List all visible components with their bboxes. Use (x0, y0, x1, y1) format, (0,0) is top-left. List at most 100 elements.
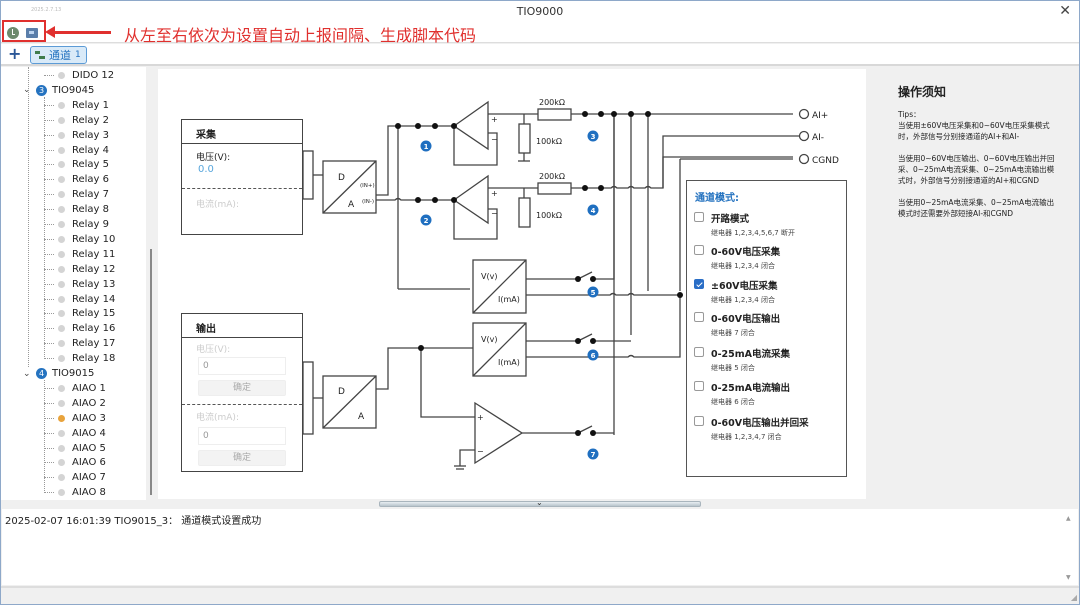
tree-item[interactable]: AIAO 7 (44, 470, 106, 485)
mode-checkbox[interactable] (694, 212, 704, 222)
tree-item-label: Relay 16 (72, 323, 116, 335)
diagram-area: 采集 电压(V): 0.0 电流(mA): 输出 电压(V): 0 确定 电流(… (158, 69, 866, 499)
status-dot-icon (58, 161, 65, 169)
vi-converter-2 (472, 322, 527, 377)
tree-item[interactable]: Relay 3 (44, 128, 109, 143)
mode-checkbox[interactable] (694, 347, 704, 357)
tree-guide-line (44, 96, 45, 359)
clock-icon[interactable] (7, 27, 19, 39)
tree-item[interactable]: Relay 8 (44, 202, 109, 217)
tree-scrollbar[interactable] (146, 67, 156, 501)
tree-item[interactable]: Relay 9 (44, 217, 109, 232)
terminal-ai-minus: AI- (812, 133, 824, 143)
tree-item[interactable]: Relay 16 (44, 321, 115, 336)
dac1-a-label: A (348, 200, 355, 210)
tree-item[interactable]: AIAO 3 (44, 411, 106, 426)
tree-item-label: Relay 14 (72, 293, 116, 305)
chevron-down-icon[interactable]: ⌄ (23, 85, 31, 96)
tree-item[interactable]: Relay 1 (44, 98, 109, 113)
output-current-confirm-button[interactable]: 确定 (198, 450, 286, 466)
status-dot-icon (58, 340, 65, 348)
tree-item[interactable]: Relay 10 (44, 232, 115, 247)
tab-channel-1[interactable]: 通道 1 (30, 46, 87, 64)
tree-item[interactable]: Relay 11 (44, 247, 115, 262)
add-channel-button[interactable]: + (8, 44, 22, 63)
tree-connector (44, 149, 54, 151)
tree-item[interactable]: Relay 15 (44, 306, 115, 321)
tree-item-label: DIDO 12 (72, 70, 115, 81)
status-bar: ◢ (1, 586, 1079, 604)
log-scrollbar[interactable]: ▲ ▼ (1062, 509, 1078, 585)
tree-item[interactable]: Relay 7 (44, 187, 109, 202)
tree-item[interactable]: AIAO 6 (44, 455, 106, 470)
script-icon[interactable] (26, 28, 38, 38)
tree-item-label: Relay 1 (72, 99, 110, 111)
tree-connector (44, 75, 54, 76)
tree-connector (44, 224, 54, 225)
tree-item[interactable]: AIAO 2 (44, 396, 106, 411)
tree-connector (44, 298, 54, 300)
tree-item[interactable]: Relay 12 (44, 262, 115, 277)
scroll-up-icon[interactable]: ▲ (1066, 515, 1071, 522)
output-current-input[interactable]: 0 (198, 427, 286, 445)
mode-label: 0-60V电压输出并回采 (711, 418, 809, 429)
tree-scroll-thumb[interactable] (150, 249, 152, 495)
relay-badge-label: 7 (591, 451, 596, 459)
dac1-in-minus-label: (IN-) (362, 199, 374, 205)
tree-item[interactable]: Relay 13 (44, 277, 115, 292)
close-icon[interactable]: ✕ (1059, 3, 1071, 19)
acquire-panel: 采集 电压(V): 0.0 电流(mA): (181, 119, 303, 235)
mode-description: 继电器 1,2,3,4,7 闭合 (711, 433, 782, 441)
tree-item[interactable]: AIAO 8 (44, 485, 106, 500)
tree-connector (44, 402, 54, 404)
tree-item-label: Relay 3 (72, 129, 110, 141)
mode-checkbox[interactable] (694, 416, 704, 426)
mode-checkbox[interactable] (694, 279, 704, 289)
tree-connector (44, 358, 54, 360)
splitter[interactable]: ⌄ (1, 498, 1079, 509)
r100-bottom-label: 100kΩ (536, 211, 562, 220)
tree-item[interactable]: Relay 2 (44, 113, 109, 128)
tree-item-label: Relay 10 (72, 233, 116, 245)
tree-guide-line (44, 380, 45, 494)
tree-item[interactable]: Relay 4 (44, 143, 109, 158)
output-voltage-confirm-button[interactable]: 确定 (198, 380, 286, 396)
tree-item[interactable]: Relay 14 (44, 292, 115, 307)
output-current-label: 电流(mA): (196, 413, 239, 423)
tree-item[interactable]: AIAO 5 (44, 441, 106, 456)
mode-checkbox[interactable] (694, 245, 704, 255)
tree-item[interactable]: DIDO 12 (44, 68, 114, 83)
scroll-down-icon[interactable]: ▼ (1066, 574, 1071, 581)
status-dot-icon (58, 459, 65, 467)
relay-badge-label: 1 (424, 143, 429, 151)
output-voltage-input[interactable]: 0 (198, 357, 286, 375)
tree-item[interactable]: Relay 17 (44, 336, 115, 351)
resize-grip-icon[interactable]: ◢ (1070, 593, 1077, 602)
mode-description: 继电器 1,2,3,4 闭合 (711, 296, 775, 304)
chevron-down-icon[interactable]: ⌄ (23, 368, 31, 379)
tree-connector (44, 194, 54, 196)
mode-checkbox[interactable] (694, 312, 704, 322)
tree-item[interactable]: AIAO 4 (44, 426, 106, 441)
tree-connector (44, 447, 54, 449)
relay-badge-2 (420, 214, 432, 226)
splitter-handle[interactable] (379, 501, 701, 507)
chevron-down-icon[interactable]: ⌄ (536, 498, 543, 507)
tree-item-label: Relay 4 (72, 144, 110, 156)
status-dot-icon (58, 429, 65, 437)
output-connector (302, 361, 314, 435)
tree-item[interactable]: Relay 5 (44, 157, 109, 172)
tree-item[interactable]: Relay 18 (44, 351, 115, 366)
tree-item[interactable]: Relay 6 (44, 172, 109, 187)
tree-connector (44, 417, 54, 419)
status-dot-icon (58, 191, 65, 199)
tree-item[interactable]: AIAO 1 (44, 381, 106, 396)
mode-description: 继电器 1,2,3,4 闭合 (711, 262, 775, 270)
mode-checkbox[interactable] (694, 381, 704, 391)
relay-badge-label: 4 (591, 207, 596, 215)
